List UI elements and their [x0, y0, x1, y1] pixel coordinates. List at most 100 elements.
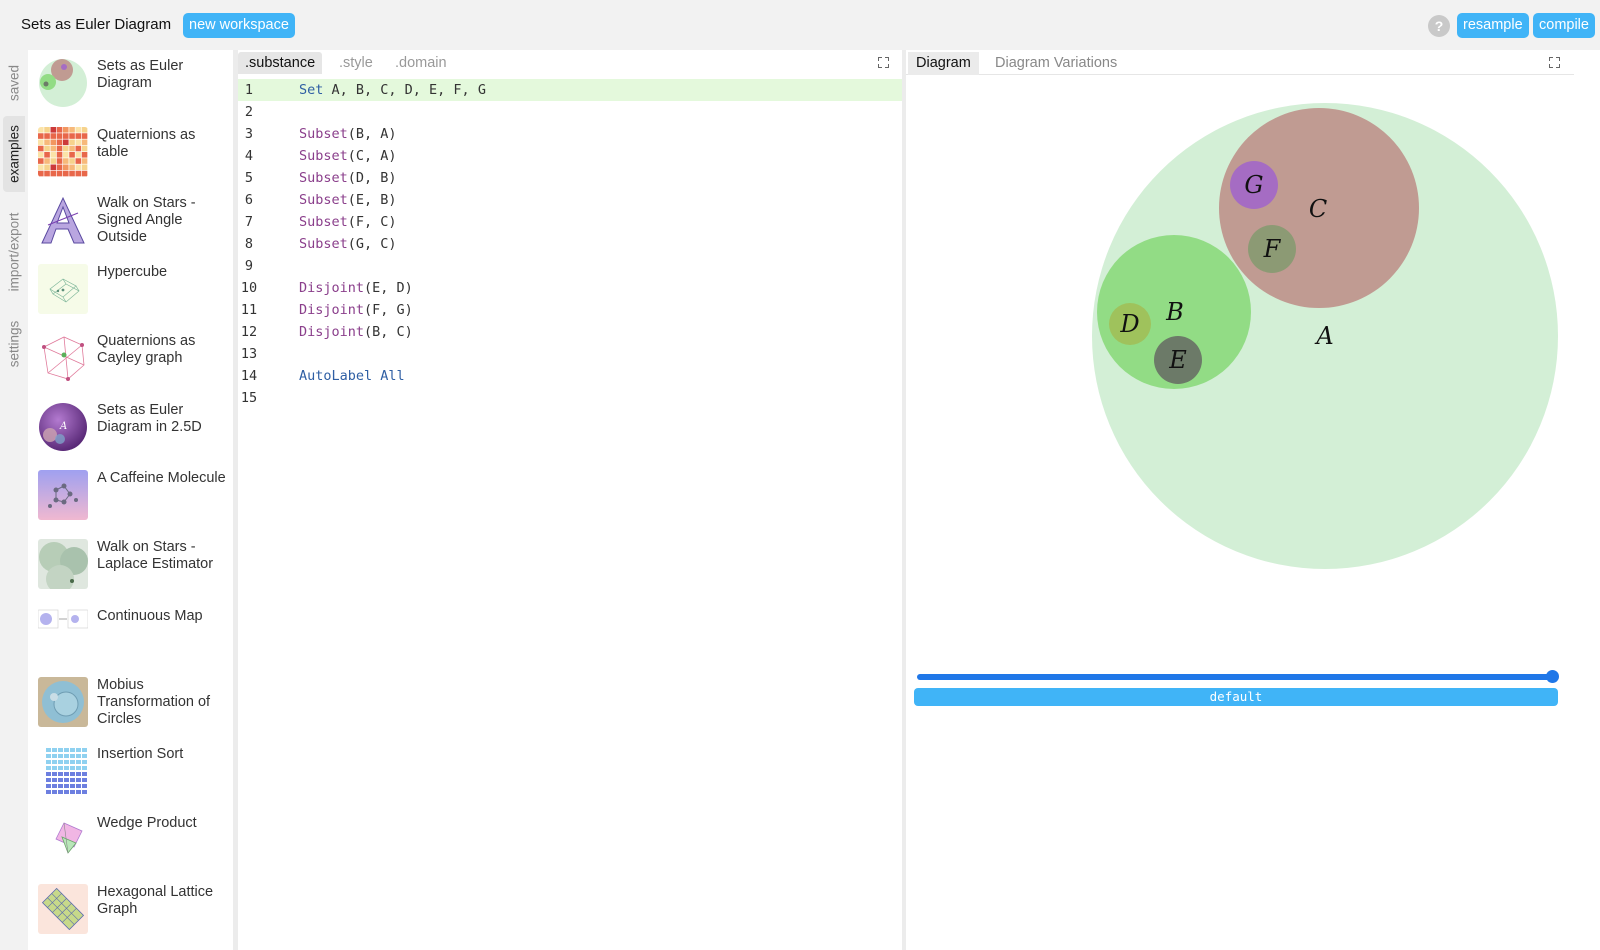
- side-tabs: saved examples import/export settings: [0, 50, 28, 950]
- example-label: A Caffeine Molecule: [97, 470, 226, 486]
- line-number: 13: [240, 346, 258, 362]
- editor-tabs: .substance .style .domain: [238, 50, 902, 75]
- right-margin: [1574, 50, 1600, 950]
- euler-diagram[interactable]: A B C D E F G: [906, 50, 1574, 650]
- resample-button[interactable]: resample: [1457, 13, 1529, 38]
- code-line[interactable]: 13: [238, 343, 902, 365]
- code-line[interactable]: 11 Disjoint(F, G): [238, 299, 902, 321]
- tab-settings[interactable]: settings: [6, 320, 22, 368]
- set-d-circle[interactable]: [1109, 303, 1151, 345]
- code-args: (F, G): [364, 302, 413, 318]
- tab-diagram[interactable]: Diagram: [908, 52, 979, 75]
- code-text: Subset(D, B): [299, 167, 397, 189]
- example-label: Hypercube: [97, 264, 168, 280]
- example-item-walk-stars[interactable]: Walk on Stars - Signed Angle Outside: [38, 195, 233, 259]
- example-item-insertion-sort[interactable]: Insertion Sort: [38, 746, 233, 810]
- line-number: 8: [244, 236, 254, 252]
- set-b-circle[interactable]: [1097, 235, 1251, 389]
- variation-slider-track[interactable]: [917, 674, 1552, 680]
- set-a-circle[interactable]: [1092, 103, 1558, 569]
- panel-divider[interactable]: [902, 50, 906, 950]
- example-label: Sets as Euler Diagram: [97, 58, 184, 91]
- label-f: F: [1263, 235, 1282, 263]
- example-label: Hexagonal Lattice Graph: [97, 884, 214, 917]
- code-line[interactable]: 15: [238, 387, 902, 409]
- example-item-caffeine[interactable]: A Caffeine Molecule: [38, 470, 233, 534]
- example-item-quaternion-table[interactable]: Quaternions as table: [38, 127, 233, 191]
- line-number: 9: [244, 258, 254, 274]
- new-workspace-button[interactable]: new workspace: [183, 13, 295, 38]
- code-function: Disjoint: [299, 302, 365, 318]
- example-item-mobius[interactable]: Mobius Transformation of Circles: [38, 677, 233, 741]
- tab-import-export[interactable]: import/export: [6, 212, 22, 292]
- line-number: 14: [240, 368, 258, 384]
- example-item-wedge-product[interactable]: Wedge Product: [38, 815, 233, 879]
- code-text: Disjoint(F, G): [299, 299, 413, 321]
- example-label: Quaternions as Cayley graph: [97, 333, 196, 366]
- label-a: A: [1314, 322, 1333, 350]
- diagram-panel: Diagram Diagram Variations A B C D E F G…: [906, 50, 1574, 950]
- line-number: 1: [244, 82, 254, 98]
- tab-substance[interactable]: .substance: [238, 52, 323, 74]
- line-number: 11: [240, 302, 258, 318]
- example-item-hex-lattice[interactable]: Hexagonal Lattice Graph: [38, 884, 233, 948]
- code-function: Disjoint: [299, 324, 365, 340]
- code-function: Disjoint: [299, 280, 365, 296]
- line-number: 3: [244, 126, 254, 142]
- example-item-cayley[interactable]: Quaternions as Cayley graph: [38, 333, 233, 397]
- euler-3d-thumb-icon: A: [38, 402, 88, 452]
- svg-text:A: A: [59, 421, 67, 432]
- code-keyword: Set: [299, 82, 332, 98]
- maximize-icon[interactable]: [1549, 57, 1560, 68]
- tab-diagram-variations[interactable]: Diagram Variations: [995, 55, 1118, 71]
- insertion-sort-thumb-icon: [38, 746, 88, 796]
- panel-divider[interactable]: [233, 50, 238, 950]
- code-text: Disjoint(B, C): [299, 321, 413, 343]
- examples-list: Sets as Euler Diagram Quaternions as tab…: [28, 50, 233, 950]
- set-f-circle[interactable]: [1248, 225, 1296, 273]
- euler-thumb-icon: [38, 58, 88, 108]
- mobius-thumb-icon: [38, 677, 88, 727]
- example-item-euler[interactable]: Sets as Euler Diagram: [38, 58, 233, 122]
- laplace-thumb-icon: [38, 539, 88, 589]
- example-item-euler-3d[interactable]: A Sets as Euler Diagram in 2.5D: [38, 402, 233, 466]
- line-number: 12: [240, 324, 258, 340]
- code-args: (C, A): [347, 148, 397, 164]
- default-variation-button[interactable]: default: [914, 688, 1558, 706]
- tab-style[interactable]: .style: [339, 55, 373, 71]
- compile-button[interactable]: compile: [1533, 13, 1595, 38]
- help-icon[interactable]: ?: [1428, 15, 1450, 37]
- code-line[interactable]: 12 Disjoint(B, C): [238, 321, 902, 343]
- label-d: D: [1119, 310, 1139, 338]
- code-line[interactable]: 9: [238, 255, 902, 277]
- continuous-map-thumb-icon: [38, 608, 88, 658]
- example-item-hypercube[interactable]: Hypercube: [38, 264, 233, 328]
- example-item-continuous-map[interactable]: Continuous Map: [38, 608, 233, 672]
- label-e: E: [1168, 346, 1187, 374]
- set-e-circle[interactable]: [1154, 336, 1202, 384]
- set-g-circle[interactable]: [1230, 161, 1278, 209]
- hypercube-thumb-icon: [38, 264, 88, 314]
- code-line[interactable]: 2: [238, 101, 902, 123]
- line-number: 2: [244, 104, 254, 120]
- tab-domain[interactable]: .domain: [395, 55, 447, 71]
- tab-examples[interactable]: examples: [3, 116, 25, 192]
- code-args: (B, A): [347, 126, 397, 142]
- example-label: Mobius Transformation of Circles: [97, 677, 211, 727]
- tab-saved[interactable]: saved: [6, 64, 22, 102]
- example-item-laplace[interactable]: Walk on Stars - Laplace Estimator: [38, 539, 233, 603]
- maximize-icon[interactable]: [878, 57, 889, 68]
- variation-slider-handle[interactable]: [1546, 670, 1559, 683]
- code-text: Disjoint(E, D): [299, 277, 413, 299]
